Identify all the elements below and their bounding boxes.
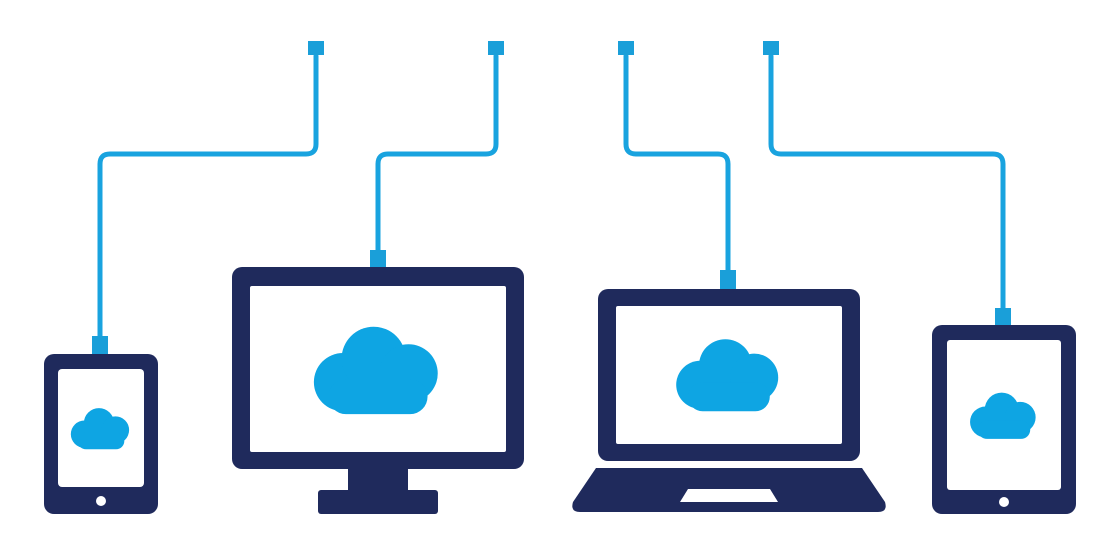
laptop: [572, 289, 886, 512]
top-connector-1: [308, 41, 324, 55]
cable-phone: [97, 53, 319, 340]
top-connector-2: [488, 41, 504, 55]
smartphone-home-button: [96, 496, 106, 506]
top-connector-4: [763, 41, 779, 55]
monitor-neck: [348, 467, 408, 493]
cable-laptop: [623, 53, 731, 275]
monitor-stand: [318, 490, 438, 514]
top-connector-3: [618, 41, 634, 55]
laptop-trackpad: [680, 489, 778, 502]
tablet: [932, 325, 1076, 514]
top-connectors: [308, 41, 779, 55]
smartphone: [44, 354, 158, 514]
cable-monitor: [375, 53, 499, 255]
cable-tablet: [768, 53, 1006, 313]
device-connectors: [92, 250, 1011, 356]
desktop-monitor: [232, 267, 524, 514]
tablet-home-button: [999, 497, 1009, 507]
tablet-connector: [995, 308, 1011, 328]
monitor-connector: [370, 250, 386, 270]
cables: [97, 53, 1006, 340]
phone-connector: [92, 336, 108, 356]
laptop-connector: [720, 270, 736, 292]
